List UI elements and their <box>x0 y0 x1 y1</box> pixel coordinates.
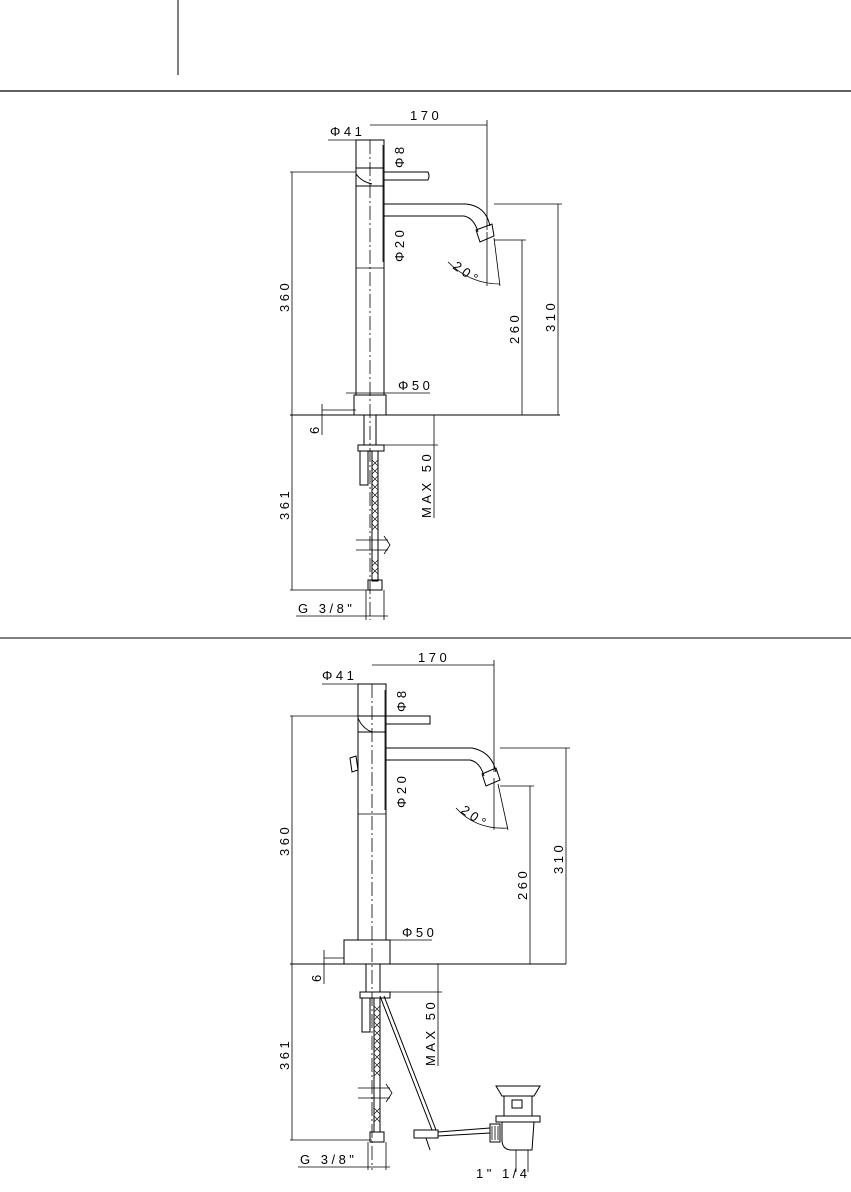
waste-valve <box>490 1086 540 1172</box>
top-dim-connection: G 3/8" <box>298 601 355 616</box>
bottom-mixer-drawing: 170 Φ41 Φ8 Φ20 20° 360 310 260 Φ50 6 MAX… <box>277 650 570 1181</box>
bottom-dim-connection: G 3/8" <box>300 1152 357 1167</box>
top-dim-max50: MAX 50 <box>419 451 434 518</box>
bottom-dimensions <box>290 660 570 1167</box>
bottom-dim-body-diameter: Φ41 <box>322 668 357 683</box>
bottom-dim-base-diameter: Φ50 <box>402 925 437 940</box>
top-dim-base-diameter: Φ50 <box>398 378 433 393</box>
bottom-dim-260: 260 <box>515 868 530 900</box>
top-dim-spout-diameter: Φ20 <box>392 227 407 262</box>
bottom-dim-angle: 20° <box>458 802 491 832</box>
top-dim-angle: 20° <box>450 258 483 288</box>
bottom-dim-6: 6 <box>309 971 324 982</box>
top-dim-360: 360 <box>277 280 292 312</box>
bottom-dim-361: 361 <box>277 1038 292 1070</box>
top-mixer-drawing: 170 Φ41 Φ8 Φ20 20° 360 310 260 Φ50 6 MAX… <box>277 108 562 620</box>
top-dim-260: 260 <box>507 312 522 344</box>
top-dim-170: 170 <box>410 108 442 123</box>
bottom-dim-170: 170 <box>418 650 450 665</box>
underdeck-fixing <box>358 964 490 1170</box>
bottom-dim-360: 360 <box>277 824 292 856</box>
bottom-dim-310: 310 <box>551 842 566 874</box>
bottom-dim-waste-connection: 1" 1/4 <box>476 1166 531 1181</box>
header-frame <box>0 0 851 91</box>
top-dimensions <box>290 120 562 616</box>
top-dim-310: 310 <box>543 300 558 332</box>
top-dim-6: 6 <box>307 423 322 434</box>
top-dim-lever-diameter: Φ8 <box>392 143 407 168</box>
bottom-dim-lever-diameter: Φ8 <box>394 687 409 712</box>
top-dim-361: 361 <box>277 488 292 520</box>
top-dim-body-diameter: Φ41 <box>330 124 365 139</box>
underdeck-fixing <box>356 415 390 620</box>
bottom-dim-max50: MAX 50 <box>423 999 438 1066</box>
bottom-dim-spout-diameter: Φ20 <box>394 773 409 808</box>
